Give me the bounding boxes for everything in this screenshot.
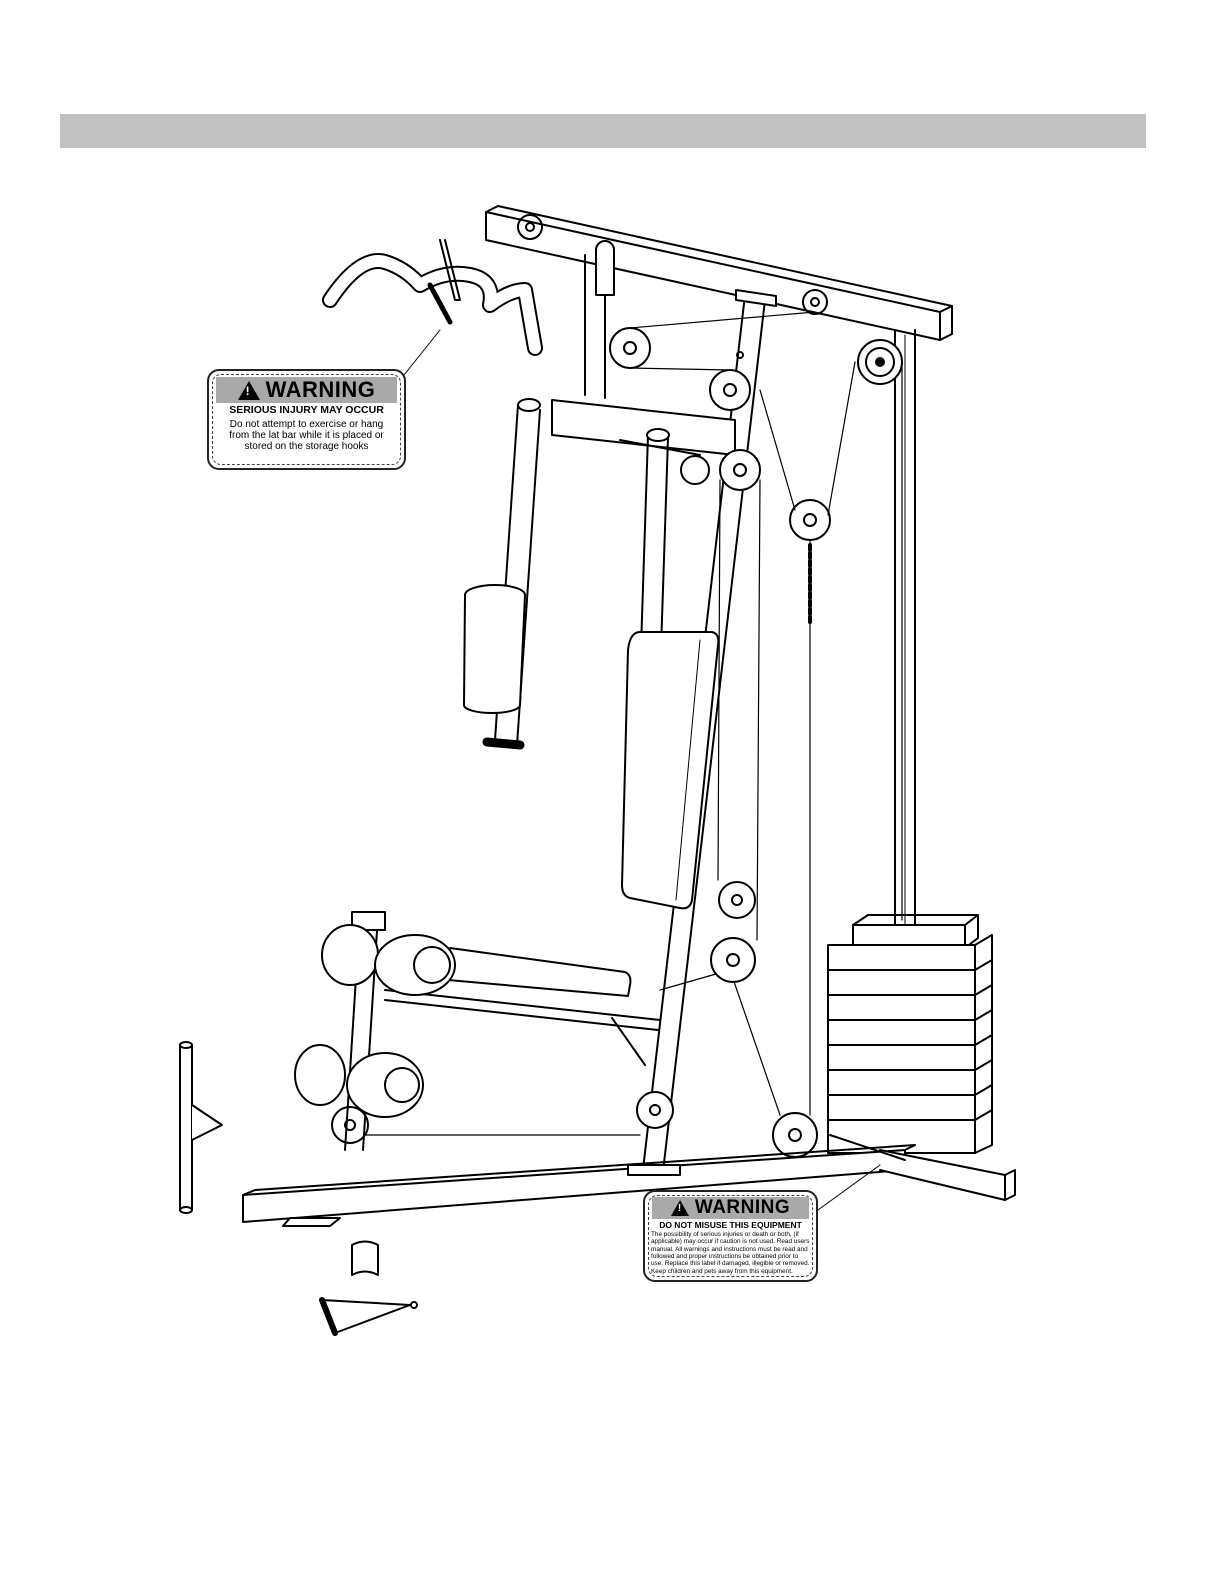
warning-body: The possibility of serious injuries or d… [651, 1231, 810, 1275]
warning-body: Do not attempt to exercise or hang from … [229, 419, 384, 453]
pulley-top-right [857, 339, 903, 385]
cables [349, 311, 903, 1136]
lat-bar [322, 239, 543, 356]
warning-label-misuse: WARNING DO NOT MISUSE THIS EQUIPMENT The… [643, 1190, 818, 1282]
warning-subheading: SERIOUS INJURY MAY OCCUR [229, 404, 384, 416]
label-border [212, 374, 401, 465]
pulleys-mid [609, 327, 831, 541]
label-border [648, 1195, 813, 1277]
weight-stack [827, 914, 993, 1154]
pulleys-lower [331, 881, 818, 1158]
warning-heading-text: WARNING [265, 377, 376, 402]
warning-triangle-icon [237, 380, 260, 400]
seat-assembly [344, 911, 661, 1151]
base-frame [242, 1134, 1016, 1227]
warning-heading-text: WARNING [694, 1197, 791, 1218]
ankle-strap [351, 1240, 379, 1276]
backrest-pad [621, 631, 720, 910]
label-leader-lines [399, 329, 881, 1211]
press-arm-left [463, 398, 541, 750]
warning-label-storage-hooks: WARNING SERIOUS INJURY MAY OCCUR Do not … [207, 369, 406, 470]
leg-rollers [294, 924, 456, 1118]
warning-subheading: DO NOT MISUSE THIS EQUIPMENT [659, 1220, 802, 1230]
warning-heading: WARNING [216, 377, 397, 403]
warning-triangle-icon [670, 1200, 689, 1216]
triangle-handle [319, 1297, 418, 1336]
rear-post [894, 329, 916, 931]
section-header-bar [60, 114, 1146, 148]
warning-heading: WARNING [652, 1197, 809, 1219]
handle-bar [179, 1041, 223, 1214]
